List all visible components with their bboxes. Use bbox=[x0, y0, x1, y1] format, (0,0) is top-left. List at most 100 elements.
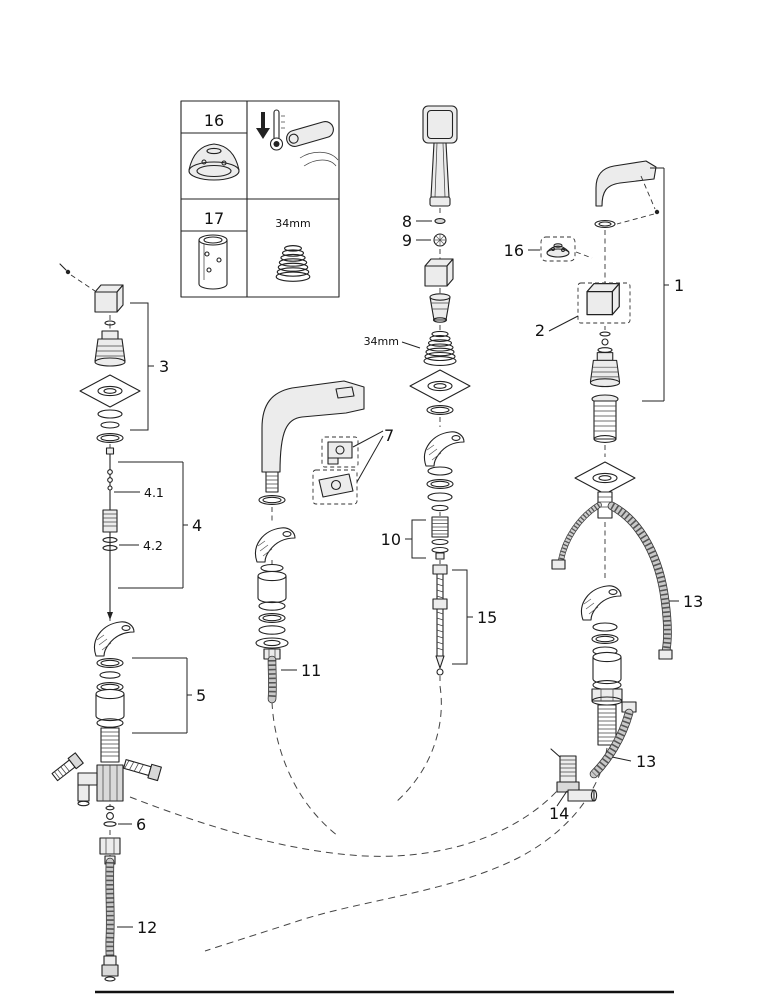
cap-part-16 bbox=[540, 236, 576, 262]
o-ring bbox=[591, 634, 619, 644]
leader-13-lower bbox=[611, 756, 632, 762]
spacer-cylinder bbox=[592, 651, 622, 685]
spout-clip-parts bbox=[312, 430, 384, 505]
hose-12-part bbox=[101, 855, 119, 982]
callout-13-upper: 13 bbox=[683, 592, 703, 611]
hose-routing-dashes bbox=[129, 685, 608, 952]
inset-item-17-label: 17 bbox=[204, 209, 224, 228]
hose-13-lower-part bbox=[594, 701, 637, 774]
washer bbox=[100, 421, 120, 429]
spout bbox=[261, 380, 365, 473]
seal-ring bbox=[597, 347, 613, 353]
escutcheon-flange bbox=[79, 374, 141, 408]
base-ring-inner bbox=[263, 639, 281, 647]
handle-ring bbox=[594, 219, 616, 229]
bracket-4 bbox=[118, 461, 188, 589]
hose-13-upper-part bbox=[612, 506, 673, 660]
strainer-34mm bbox=[423, 330, 457, 366]
mounting-hook bbox=[423, 431, 465, 467]
bracket-5 bbox=[132, 657, 192, 734]
hand-shower-assembly bbox=[409, 105, 471, 684]
callout-5: 5 bbox=[196, 686, 206, 705]
spacer-cylinder bbox=[95, 688, 125, 722]
tee-valve-body bbox=[51, 752, 162, 807]
washer bbox=[97, 409, 123, 419]
callout-10: 10 bbox=[381, 530, 401, 549]
seal-ring bbox=[103, 821, 117, 827]
handle-ring-inner bbox=[598, 221, 612, 227]
hex-flange bbox=[591, 688, 623, 706]
small-washer bbox=[599, 331, 611, 337]
cartridge bbox=[94, 330, 126, 367]
down-arrow-icon bbox=[256, 112, 270, 139]
washer bbox=[258, 625, 286, 635]
escutcheon-flange bbox=[409, 369, 471, 403]
screw-point bbox=[654, 209, 660, 215]
lever-handle bbox=[595, 160, 657, 207]
aerator-outline bbox=[335, 386, 355, 399]
o-ring bbox=[258, 613, 286, 623]
washer bbox=[427, 466, 453, 476]
mounting-hook bbox=[93, 621, 135, 657]
inset-sleeve-part bbox=[198, 234, 228, 290]
knurled-screw bbox=[51, 752, 84, 782]
callout-2: 2 bbox=[535, 321, 545, 340]
washer bbox=[96, 718, 124, 728]
mounting-hook bbox=[254, 527, 296, 563]
valve-handle-assembly bbox=[540, 160, 673, 802]
left-assembly bbox=[51, 263, 162, 982]
hand-shower bbox=[422, 105, 458, 207]
threaded-tube bbox=[100, 727, 120, 763]
mounting-hook bbox=[580, 585, 622, 621]
o-ring bbox=[258, 495, 286, 505]
elbow-fitting bbox=[550, 748, 598, 802]
inset-cap-part bbox=[188, 143, 240, 181]
callout-4: 4 bbox=[192, 516, 202, 535]
callout-9: 9 bbox=[402, 231, 412, 250]
inset-lever-handle bbox=[286, 121, 334, 147]
escutcheon-cube bbox=[586, 282, 620, 316]
thermometer-icon bbox=[269, 109, 285, 151]
spring-check-valve bbox=[431, 516, 449, 560]
base-ring bbox=[255, 637, 289, 649]
leader-34mm bbox=[401, 341, 421, 349]
callout-34mm: 34mm bbox=[364, 335, 399, 348]
callout-6: 6 bbox=[136, 815, 146, 834]
callout-4-1: 4.1 bbox=[144, 485, 164, 500]
o-ring bbox=[96, 433, 124, 443]
bracket-15 bbox=[452, 569, 473, 665]
leader-2 bbox=[548, 315, 579, 332]
washer bbox=[258, 601, 286, 611]
callout-16: 16 bbox=[504, 241, 524, 260]
callout-3: 3 bbox=[159, 357, 169, 376]
check-ball bbox=[106, 812, 114, 820]
inset-size-label: 34mm bbox=[275, 217, 310, 230]
hand-sketch bbox=[299, 151, 339, 167]
pop-up-rod bbox=[102, 447, 118, 620]
callout-8: 8 bbox=[402, 212, 412, 231]
side-bolt bbox=[123, 759, 162, 782]
washer bbox=[427, 492, 453, 502]
inset-item-16-label: 16 bbox=[204, 111, 224, 130]
callout-11: 11 bbox=[301, 661, 321, 680]
inset-panel: 16 17 34mm bbox=[180, 100, 340, 298]
o-ring bbox=[426, 479, 454, 489]
o-ring bbox=[96, 658, 124, 668]
callout-13-lower: 13 bbox=[636, 752, 656, 771]
callouts: 3 4 4.1 4.2 5 6 12 7 11 8 9 34mm 10 15 1… bbox=[114, 167, 703, 937]
small-washer bbox=[431, 504, 449, 512]
bracket-10 bbox=[405, 519, 426, 559]
hub-left-hose bbox=[551, 505, 599, 570]
washer bbox=[592, 622, 618, 632]
callout-4-2: 4.2 bbox=[143, 538, 163, 553]
small-ring bbox=[104, 320, 116, 326]
bracket-1 bbox=[642, 167, 669, 402]
escutcheon-cube bbox=[424, 258, 454, 287]
small-washer bbox=[105, 805, 115, 811]
extension-rod bbox=[432, 564, 448, 676]
cube-dashed-outline bbox=[577, 282, 631, 324]
escutcheon-flange bbox=[574, 461, 636, 495]
seal-washer bbox=[434, 218, 446, 224]
callout-7: 7 bbox=[384, 426, 394, 445]
washer bbox=[260, 563, 284, 573]
